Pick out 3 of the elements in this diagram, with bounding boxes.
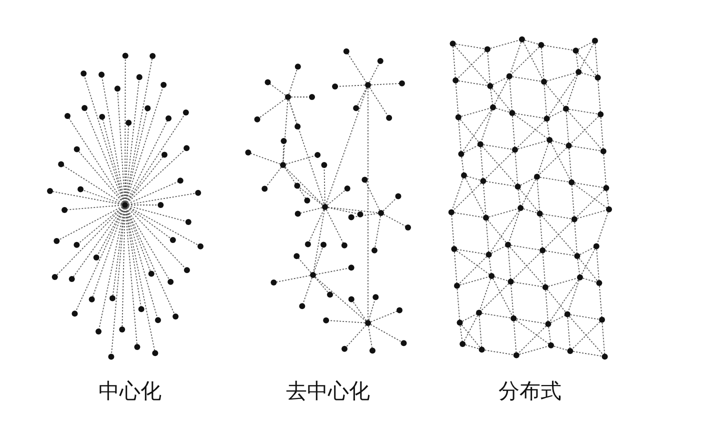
node-label: 去中心化 [286, 378, 370, 405]
node-label: 分布式 [498, 378, 562, 405]
node-label: 中心化 [98, 378, 162, 405]
